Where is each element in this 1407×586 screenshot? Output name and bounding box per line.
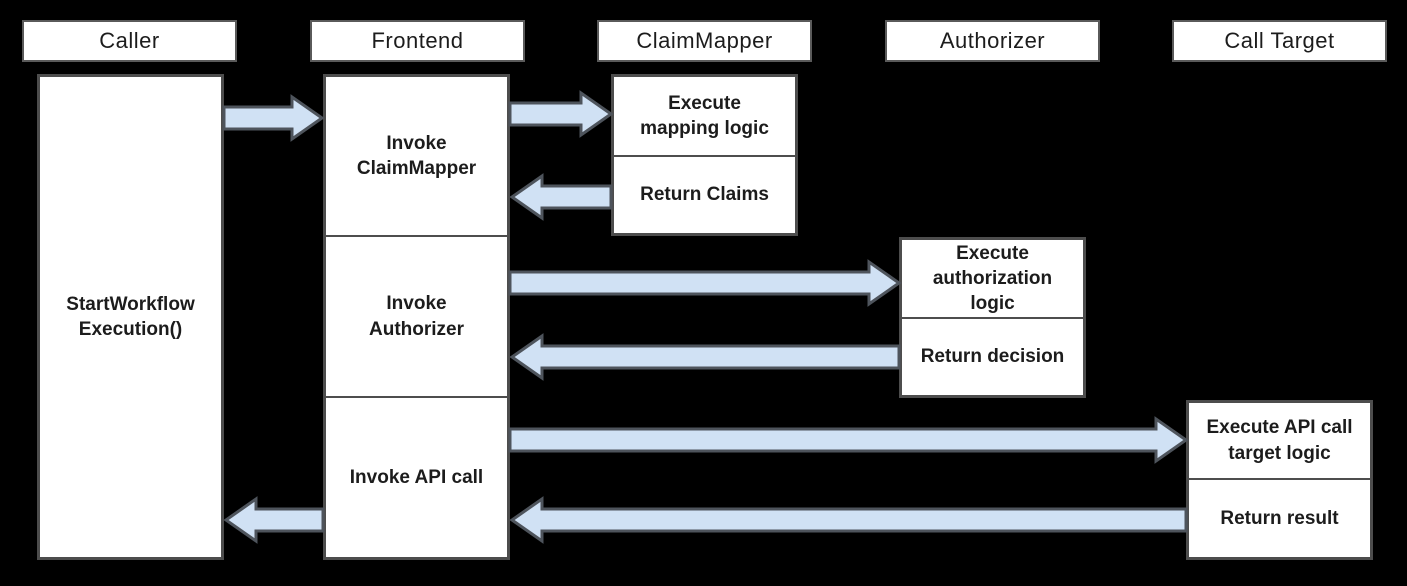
arrow-frontend-to-caller bbox=[223, 496, 325, 544]
arrow-calltarget-to-frontend bbox=[509, 496, 1188, 544]
activation-authorizer: Execute authorization logic Return decis… bbox=[899, 237, 1086, 398]
lane-header-frontend: Frontend bbox=[310, 20, 525, 62]
lane-header-claimmapper: ClaimMapper bbox=[597, 20, 812, 62]
step-startworkflowexecution: StartWorkflow Execution() bbox=[66, 293, 195, 340]
arrow-frontend-to-authorizer bbox=[508, 259, 902, 307]
arrow-frontend-to-calltarget bbox=[508, 416, 1189, 464]
activation-claimmapper: Execute mapping logic Return Claims bbox=[611, 74, 798, 236]
step-return-claims: Return Claims bbox=[614, 154, 795, 233]
activation-caller: StartWorkflow Execution() bbox=[37, 74, 224, 560]
step-return-decision: Return decision bbox=[902, 316, 1083, 395]
step-execute-api-call-target-logic: Execute API call target logic bbox=[1206, 417, 1353, 464]
step-invoke-claimmapper: Invoke ClaimMapper bbox=[356, 132, 477, 179]
step-execute-mapping-logic: Execute mapping logic bbox=[640, 92, 769, 139]
arrow-frontend-to-claimmapper bbox=[508, 90, 614, 138]
arrow-claimmapper-to-frontend bbox=[509, 173, 613, 221]
step-invoke-authorizer: Invoke Authorizer bbox=[326, 234, 507, 397]
step-return-result: Return result bbox=[1189, 478, 1370, 557]
step-execute-authorization-logic: Execute authorization logic bbox=[932, 242, 1053, 315]
activation-frontend: Invoke ClaimMapper Invoke Authorizer Inv… bbox=[323, 74, 510, 560]
arrow-caller-to-frontend bbox=[222, 94, 325, 142]
lane-header-caller: Caller bbox=[22, 20, 237, 62]
activation-calltarget: Execute API call target logic Return res… bbox=[1186, 400, 1373, 560]
lane-header-calltarget: Call Target bbox=[1172, 20, 1387, 62]
step-invoke-api-call: Invoke API call bbox=[326, 396, 507, 557]
lane-header-authorizer: Authorizer bbox=[885, 20, 1100, 62]
arrow-authorizer-to-frontend bbox=[509, 333, 901, 381]
